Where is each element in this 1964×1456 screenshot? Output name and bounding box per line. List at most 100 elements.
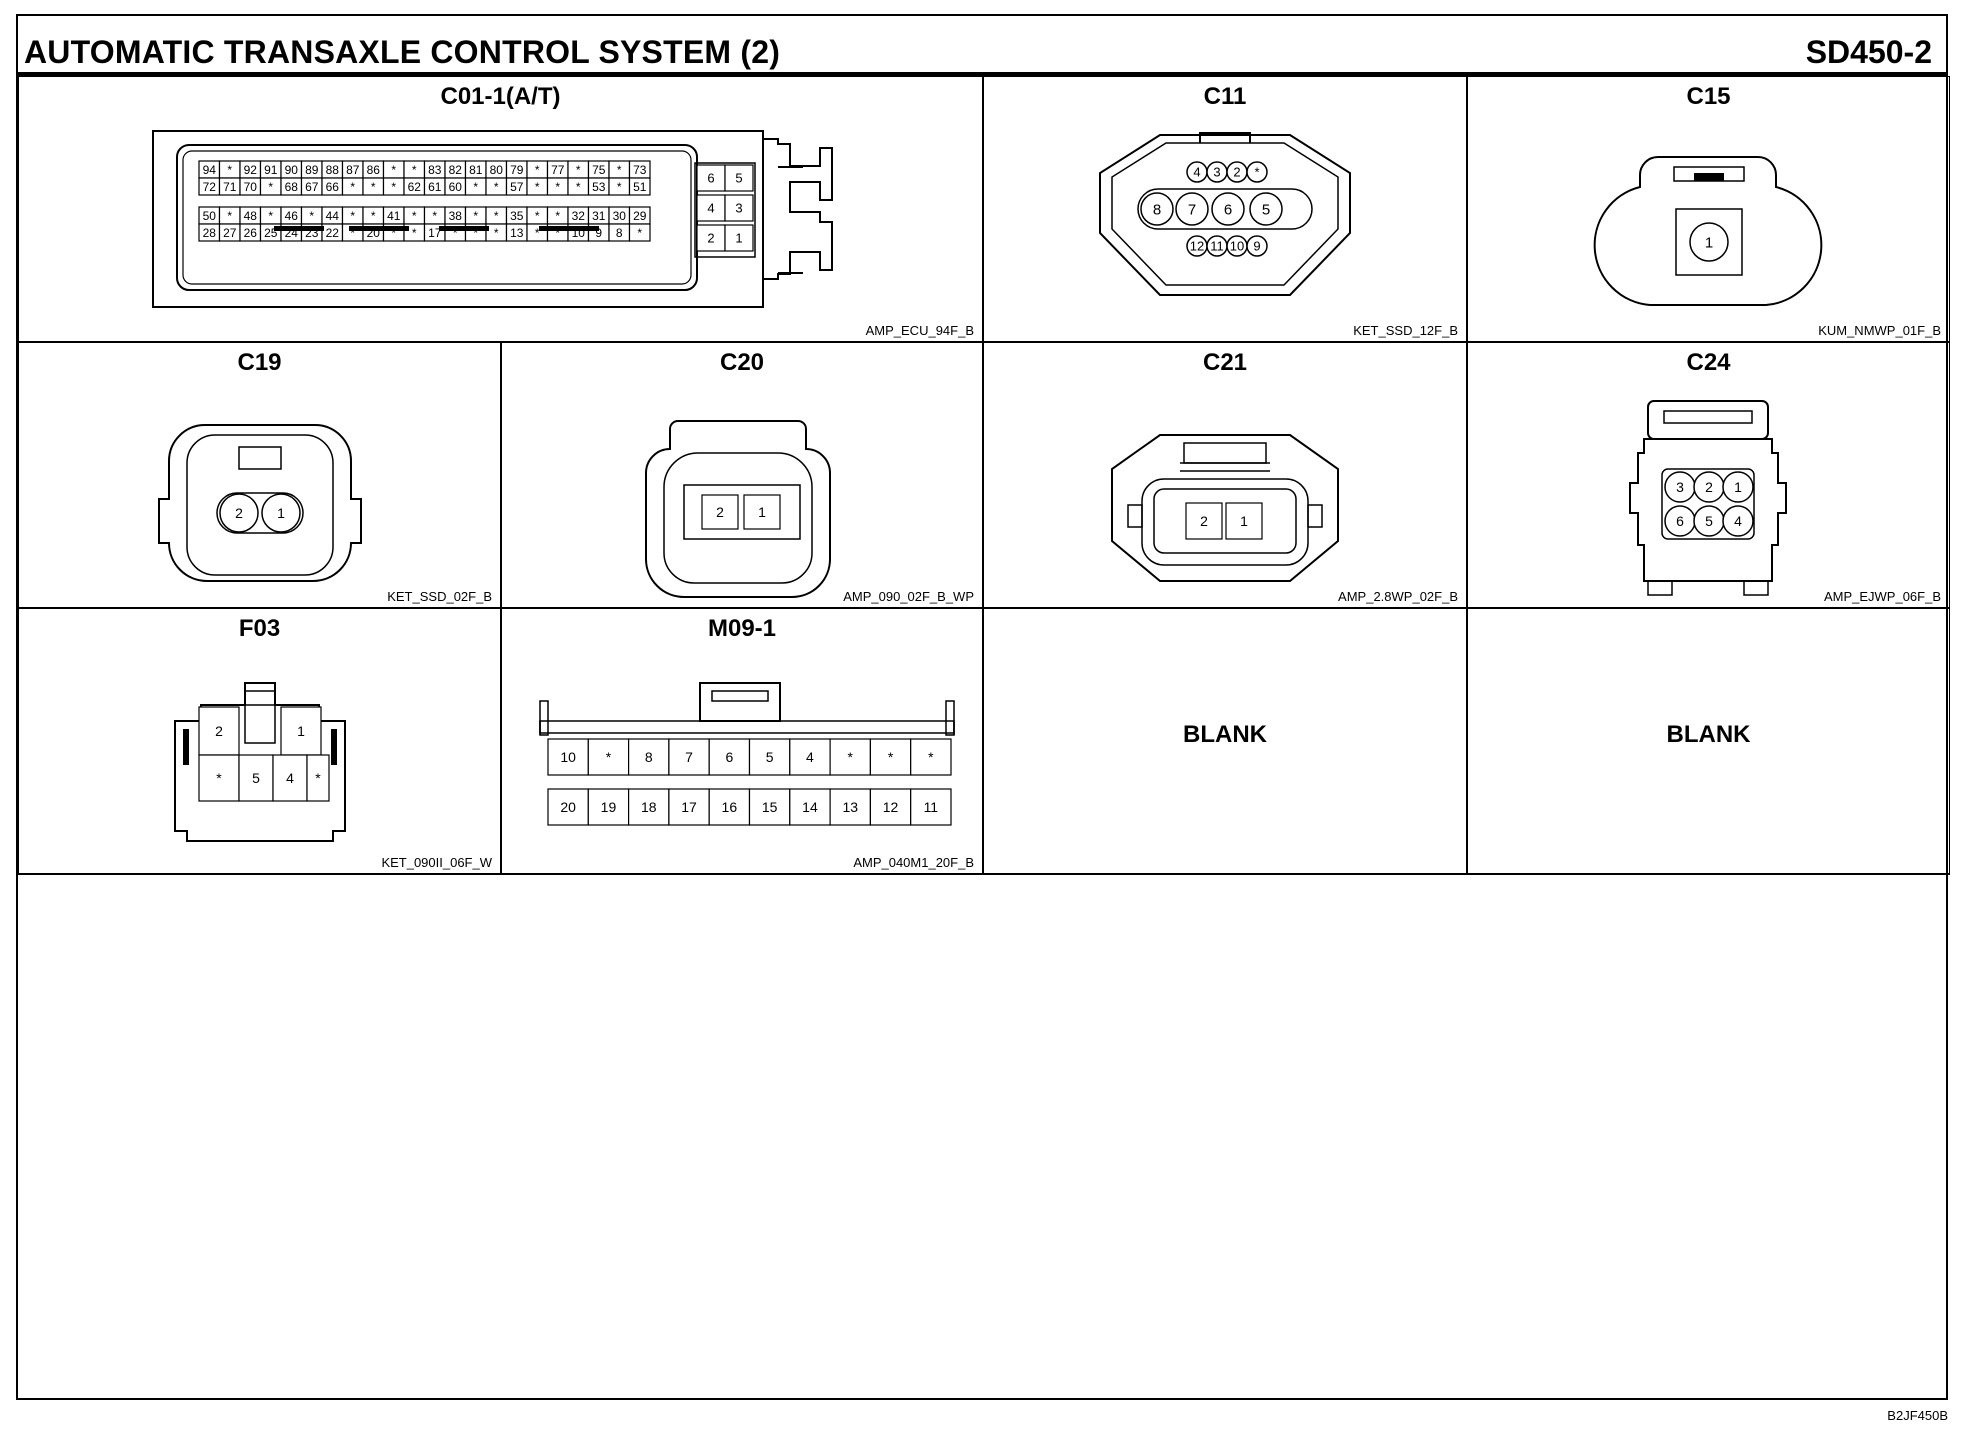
c01-pin: 32 [567,206,590,225]
connector-label-c19: C19 [237,349,282,376]
svg-text:51: 51 [633,180,647,194]
c01-pin: 38 [444,206,467,225]
c01-pin: 17 [423,223,446,242]
c01-pin: 35 [505,206,528,225]
c01-pin: * [608,177,631,196]
c24-pin: 5 [1693,505,1725,537]
svg-text:83: 83 [428,163,442,177]
diagram-sheet: AUTOMATIC TRANSAXLE CONTROL SYSTEM (2) S… [16,14,1950,1400]
c01-side-pin: 2 [696,224,726,252]
c01-side-pin: 4 [696,194,726,222]
m09-pin-top: * [587,738,630,776]
svg-text:8: 8 [1153,201,1161,218]
svg-text:87: 87 [346,163,360,177]
svg-text:4: 4 [707,201,714,216]
c01-pin: 8 [608,223,631,242]
svg-text:*: * [412,226,417,240]
svg-text:91: 91 [264,163,278,177]
c01-pin: 22 [321,223,344,242]
svg-text:89: 89 [305,163,319,177]
c11-pin: 8 [1140,192,1174,226]
cell-blank-1: BLANK [983,608,1467,874]
blank-label-2: BLANK [1666,721,1751,748]
svg-text:29: 29 [633,209,647,223]
svg-text:28: 28 [203,226,217,240]
svg-text:5: 5 [252,770,260,786]
c01-pin: 61 [423,177,446,196]
svg-text:*: * [494,180,499,194]
svg-text:3: 3 [735,201,742,216]
c01-side-pin: 5 [724,164,754,192]
connector-c15-drawing: 1 [1593,156,1823,306]
empty-area [18,874,1950,1400]
svg-text:*: * [494,209,499,223]
part-number-f03: KET_090II_06F_W [381,855,492,870]
c01-pin: * [526,206,549,225]
m09-pin-bottom: 12 [869,788,912,826]
svg-text:*: * [494,226,499,240]
svg-text:80: 80 [490,163,504,177]
svg-text:2: 2 [215,723,223,739]
svg-text:67: 67 [305,180,319,194]
part-number-c21: AMP_2.8WP_02F_B [1338,589,1458,604]
svg-text:*: * [391,226,396,240]
c01-pin: 73 [628,160,651,179]
m09-pin-bottom: 13 [829,788,872,826]
f03-pin: 1 [280,706,322,756]
c01-pin: * [464,177,487,196]
c01-pin: * [218,160,241,179]
c01-pin: 57 [505,177,528,196]
svg-text:*: * [309,209,314,223]
svg-text:1: 1 [758,504,766,520]
svg-text:*: * [268,209,273,223]
c15-pins: 1 [1689,222,1729,262]
svg-text:1: 1 [735,231,742,246]
c01-pin: 94 [198,160,221,179]
c01-pin: 44 [321,206,344,225]
c01-side-pin: 3 [724,194,754,222]
c01-pin: 88 [321,160,344,179]
c01-pin: 70 [239,177,262,196]
svg-text:19: 19 [601,799,617,815]
c01-pin: * [485,206,508,225]
svg-text:2: 2 [235,505,243,521]
cell-c15: C15 1 KUM_NMWP_01F_B [1467,76,1950,342]
svg-text:13: 13 [510,226,524,240]
svg-text:26: 26 [244,226,258,240]
svg-text:12: 12 [1190,239,1204,254]
svg-text:72: 72 [203,180,217,194]
svg-text:*: * [227,209,232,223]
svg-text:1: 1 [297,723,305,739]
svg-text:7: 7 [1188,201,1196,218]
svg-text:88: 88 [326,163,340,177]
m09-pin-bottom: 14 [789,788,831,826]
svg-text:5: 5 [1262,201,1270,218]
connector-label-c21: C21 [1202,349,1248,376]
svg-text:1: 1 [1734,479,1742,495]
c01-pin: * [567,177,590,196]
svg-text:6: 6 [1676,513,1684,529]
c01-pin: * [403,206,426,225]
page-code: SD450-2 [1805,34,1932,70]
c01-pin: 82 [444,160,467,179]
svg-text:1: 1 [1705,234,1713,251]
c11-pin: 7 [1175,192,1209,226]
c01-pin: 46 [280,206,303,225]
c01-pin: * [341,206,364,225]
svg-text:13: 13 [842,799,858,815]
svg-text:*: * [315,770,321,786]
svg-text:70: 70 [244,180,258,194]
svg-text:*: * [371,209,376,223]
